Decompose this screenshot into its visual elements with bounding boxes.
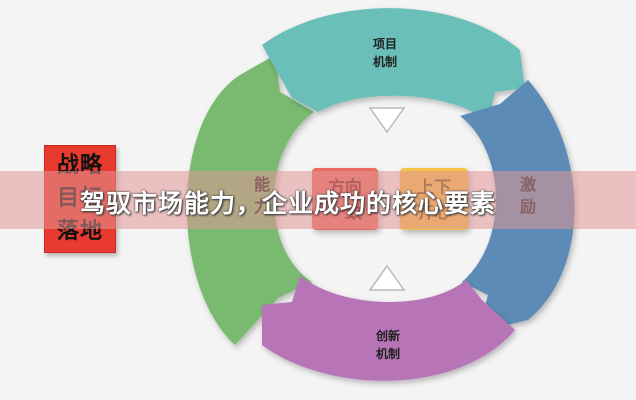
top-segment-label-line1: 项目 [373,37,397,51]
bottom-segment [262,276,515,381]
top-segment-label-line2: 机制 [373,54,397,69]
title-banner [0,171,636,229]
bottom-segment-label-line2: 机制 [376,346,400,361]
bottom-segment-label-line1: 创新 [375,328,400,343]
arrow-up-icon [368,264,406,291]
arrow-down-icon [368,107,406,134]
banner-title: 驾驭市场能力，企业成功的核心要素 [80,189,497,218]
top-segment [262,8,525,122]
